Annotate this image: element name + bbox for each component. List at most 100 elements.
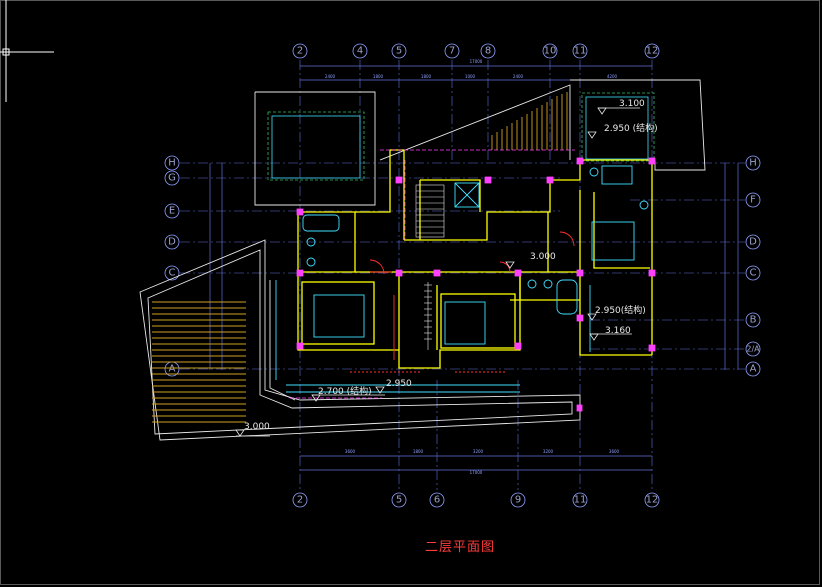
building-walls [297,149,653,369]
hatched-deck-left [152,301,246,423]
axis-bubble-left-C [164,265,180,281]
axis-bubble-top-11 [572,43,588,59]
door-markers [350,231,575,373]
right-axis-bubbles [745,155,761,377]
top-axis-bubbles [292,43,660,59]
axis-bubble-left-D [164,234,180,250]
level-3000-bottom: 3.000 [244,422,270,432]
level-3000-mid: 3.000 [530,252,556,262]
level-2700-structure: 2.700 (结构) [318,385,372,397]
level-3100: 3.100 [619,99,645,109]
svg-text:D: D [168,237,176,248]
svg-text:B: B [750,315,757,326]
structural-columns [296,157,656,412]
svg-text:1000: 1000 [465,74,476,79]
axis-bubble-left-G [164,170,180,186]
roof-outline-cyan [271,96,649,179]
svg-text:C: C [750,268,757,279]
axis-bubble-bottom-11 [572,492,588,508]
axis-bubble-top-2 [292,43,308,59]
axis-bubble-right-2A [745,341,761,357]
svg-text:5: 5 [396,46,402,57]
axis-bubble-right-D [745,234,761,250]
dimension-texts: 17000 2400 1800 1800 1000 2400 4200 3600… [325,59,620,475]
svg-text:6: 6 [434,495,440,506]
svg-text:10: 10 [544,46,557,57]
axis-bubble-bottom-5 [391,492,407,508]
svg-text:E: E [169,206,175,217]
level-2950-structure-top: 2.950 (结构) [604,122,658,134]
level-marker-triangles [235,107,640,437]
svg-text:9: 9 [515,495,521,506]
svg-text:11: 11 [574,495,587,506]
svg-text:D: D [749,237,757,248]
svg-text:7: 7 [449,46,455,57]
level-2950-bottom: 2.950 [386,379,412,389]
svg-text:2: 2 [297,495,303,506]
svg-text:4200: 4200 [607,74,618,79]
axis-bubble-bottom-9 [510,492,526,508]
svg-text:3200: 3200 [543,449,554,454]
dimension-lines [209,65,739,471]
svg-text:1800: 1800 [421,74,432,79]
svg-text:G: G [168,173,176,184]
top-axis-labels: 2 4 5 7 8 10 11 12 [297,46,659,57]
hatched-deck-upper [491,92,568,150]
drawing-title: 二层平面图 [424,540,495,555]
svg-text:1800: 1800 [373,74,384,79]
level-2950-structure-right: 2.950(结构) [595,304,646,316]
svg-text:2400: 2400 [513,74,524,79]
svg-text:12: 12 [646,46,659,57]
axis-bubble-right-B [745,312,761,328]
axis-bubble-top-4 [352,43,368,59]
crosshair-cursor-icon [0,0,54,102]
level-3160: 3.160 [605,326,631,336]
svg-text:3200: 3200 [473,449,484,454]
axis-bubble-top-7 [444,43,460,59]
axis-bubble-left-H [164,155,180,171]
svg-text:F: F [750,195,756,206]
axis-bubble-right-C [745,265,761,281]
svg-text:H: H [168,158,176,169]
svg-text:A: A [750,364,757,375]
svg-text:2/A: 2/A [746,345,760,354]
level-annotations: 3.100 2.950 (结构) 3.000 2.950(结构) 3.160 2… [244,99,658,432]
svg-text:A: A [169,364,176,375]
axis-bubble-top-10 [542,43,558,59]
axis-bubble-top-8 [480,43,496,59]
axis-bubble-left-E [164,203,180,219]
left-axis-labels: H G E D C A [168,158,176,375]
svg-text:2: 2 [297,46,303,57]
axis-bubble-top-12 [644,43,660,59]
axis-bubble-top-5 [391,43,407,59]
axis-bubble-bottom-12 [644,492,660,508]
left-axis-bubbles [164,155,180,377]
axis-bubble-right-A [745,361,761,377]
svg-text:3600: 3600 [609,449,620,454]
axis-bubble-bottom-6 [429,492,445,508]
magenta-lines [290,149,575,399]
bottom-axis-bubbles [292,492,660,508]
svg-text:17000: 17000 [470,59,483,64]
svg-text:12: 12 [646,495,659,506]
svg-text:4: 4 [357,46,363,57]
svg-text:5: 5 [396,495,402,506]
bottom-axis-labels: 2 5 6 9 11 12 [297,495,659,506]
fixtures [275,165,649,393]
svg-text:11: 11 [574,46,587,57]
axis-bubble-bottom-2 [292,492,308,508]
axis-bubble-right-H [745,155,761,171]
terrace-boundaries [267,92,655,181]
svg-text:1800: 1800 [413,449,424,454]
svg-text:3600: 3600 [345,449,356,454]
svg-text:8: 8 [485,46,491,57]
svg-text:H: H [749,158,757,169]
svg-text:C: C [169,268,176,279]
svg-text:17000: 17000 [470,470,483,475]
axis-bubble-right-F [745,192,761,208]
right-axis-labels: H F D C B 2/A A [746,158,760,375]
staircase [415,184,445,350]
svg-text:2400: 2400 [325,74,336,79]
